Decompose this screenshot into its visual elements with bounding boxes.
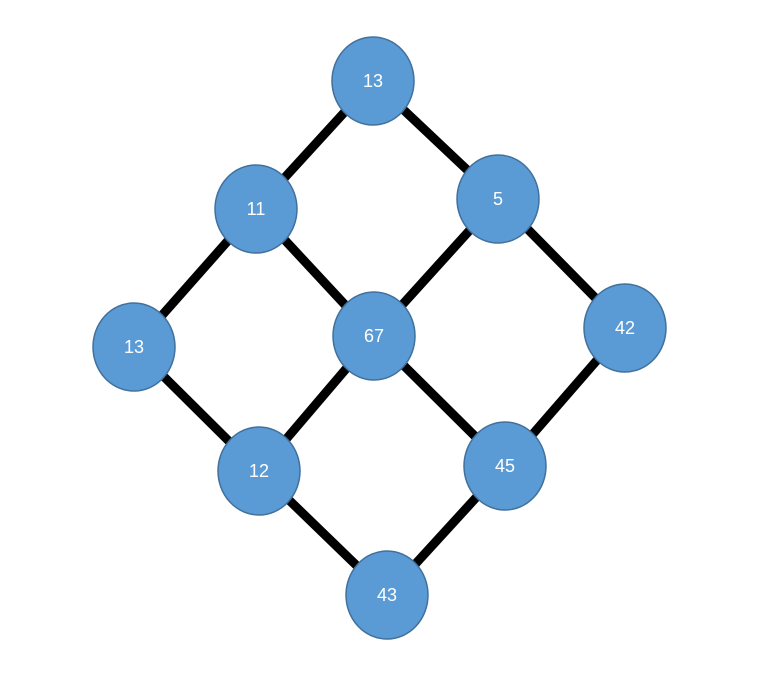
node-circle <box>456 154 540 244</box>
node-circle <box>583 283 667 373</box>
node-center: 67 <box>332 291 416 381</box>
node-circle <box>92 302 176 392</box>
node-label: 12 <box>249 461 269 481</box>
node-lower-right: 45 <box>463 421 547 511</box>
node-label: 42 <box>615 318 635 338</box>
node-upper-right: 5 <box>456 154 540 244</box>
node-label: 67 <box>364 326 384 346</box>
node-label: 11 <box>247 199 266 219</box>
node-label: 13 <box>124 337 144 357</box>
node-circle <box>345 550 429 640</box>
node-lower-left: 12 <box>217 426 301 516</box>
node-label: 5 <box>493 189 503 209</box>
node-label: 13 <box>363 71 383 91</box>
node-circle <box>217 426 301 516</box>
node-circle <box>214 164 298 254</box>
node-right: 42 <box>583 283 667 373</box>
node-circle <box>332 291 416 381</box>
node-label: 43 <box>377 585 397 605</box>
node-circle <box>463 421 547 511</box>
node-bottom: 43 <box>345 550 429 640</box>
node-circle <box>331 36 415 126</box>
node-label: 45 <box>495 456 515 476</box>
node-upper-left: 11 <box>214 164 298 254</box>
node-left: 13 <box>92 302 176 392</box>
nodes-layer: 13 11 5 13 67 42 12 45 43 <box>92 36 667 640</box>
node-top: 13 <box>331 36 415 126</box>
